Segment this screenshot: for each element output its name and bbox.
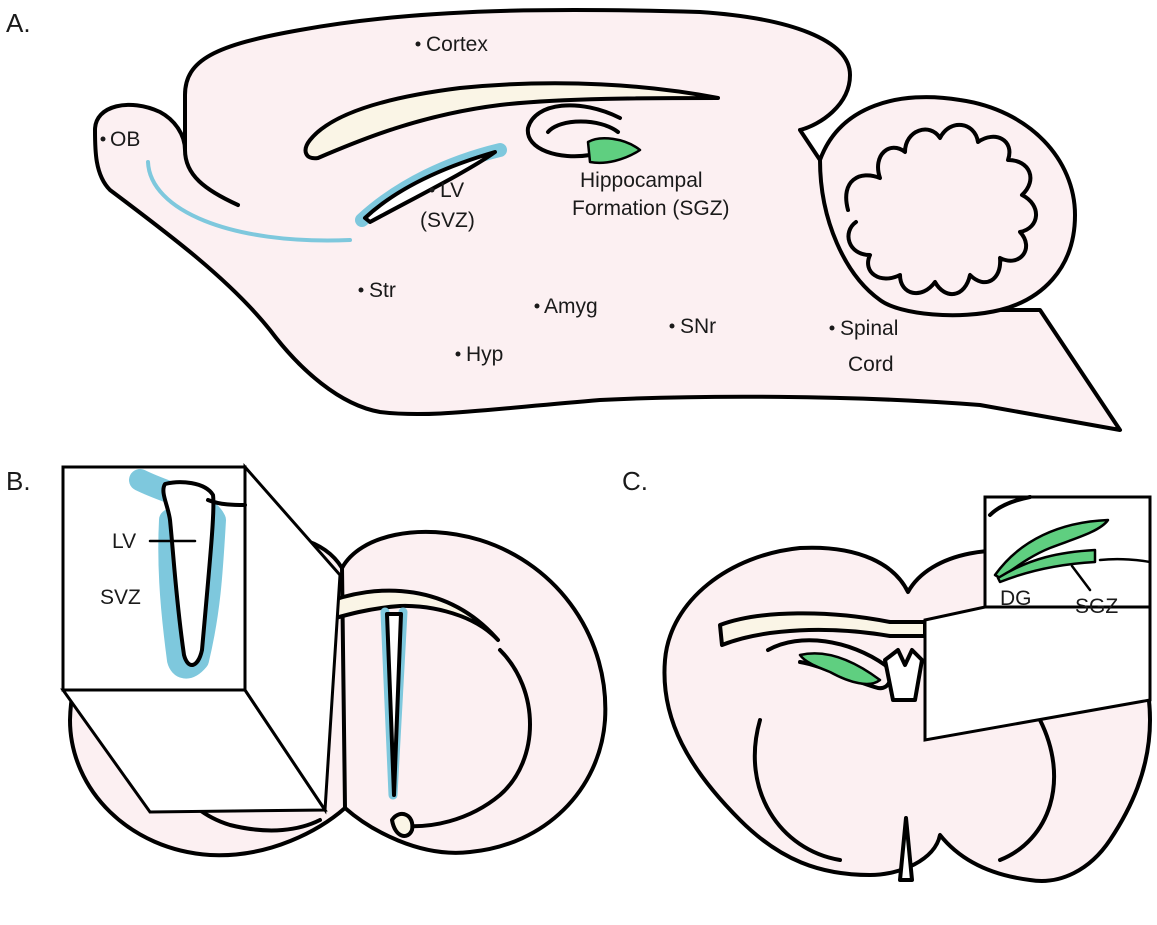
label-b-lv: LV [112, 530, 136, 553]
label-c-dg: DG [1000, 587, 1032, 610]
label-b-svz: SVZ [100, 586, 141, 609]
label-snr: SNr [680, 315, 716, 338]
label-svz-sagittal: (SVZ) [420, 209, 475, 232]
label-spinal: Spinal [840, 317, 898, 340]
label-amyg: Amyg [544, 295, 598, 318]
amyg-marker [535, 304, 540, 309]
label-cortex: Cortex [426, 33, 488, 56]
panel-label-c: C. [622, 466, 648, 496]
label-hippocampal: Hippocampal [580, 169, 703, 192]
coronal-section-svz: B. LV SVZ [6, 466, 605, 855]
hyp-marker [456, 352, 461, 357]
snr-marker [670, 324, 675, 329]
lv-marker [430, 188, 435, 193]
label-formation-sgz: Formation (SGZ) [572, 197, 730, 220]
coronal-section-sgz: C. DG SGZ [622, 466, 1150, 881]
label-cord: Cord [848, 353, 894, 376]
sagittal-section: A. Cortex OB LV (SVZ) Hippocampal Format… [6, 8, 1120, 430]
label-hyp: Hyp [466, 343, 503, 366]
label-ob: OB [110, 128, 140, 151]
cortex-marker [416, 42, 421, 47]
label-str: Str [369, 279, 396, 302]
panel-label-b: B. [6, 466, 31, 496]
coronal-c-third-ventricle [885, 650, 922, 700]
label-c-sgz: SGZ [1075, 595, 1118, 618]
str-marker [359, 288, 364, 293]
ob-marker [101, 137, 106, 142]
coronal-b-anterior-commissure [392, 814, 412, 836]
spinal-cord-marker [830, 326, 835, 331]
panel-label-a: A. [6, 8, 31, 38]
label-lv: LV [440, 179, 464, 202]
